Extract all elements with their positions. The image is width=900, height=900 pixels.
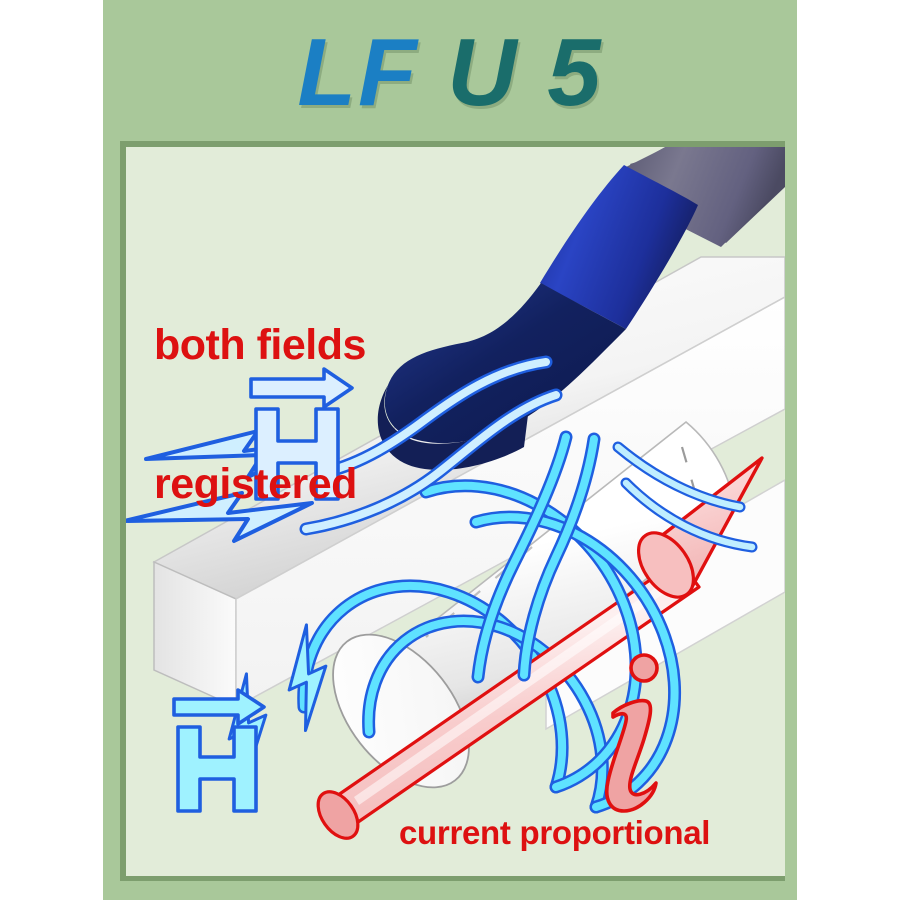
- page-title: LF U 5: [103, 14, 797, 132]
- caption-line-1: both fields: [154, 320, 366, 369]
- current-arrow: [316, 456, 764, 840]
- field-stream-lines: [299, 355, 758, 684]
- title-part-lf: LF: [297, 19, 448, 126]
- current-symbol-label: [605, 653, 659, 813]
- diagram-svg: [126, 147, 785, 840]
- caption-current-proportional: current proportional: [399, 814, 711, 851]
- illustration-panel: both fields registered current proportio…: [126, 147, 785, 876]
- caption-line-2: registered: [154, 460, 357, 509]
- field-vector-label-bottom: [172, 688, 266, 813]
- title-part-u5: U 5: [447, 19, 603, 126]
- field-vector-label-top: [249, 367, 354, 501]
- field-loop-back: [297, 579, 609, 814]
- caption-both-fields-registered: both fields registered: [154, 229, 366, 601]
